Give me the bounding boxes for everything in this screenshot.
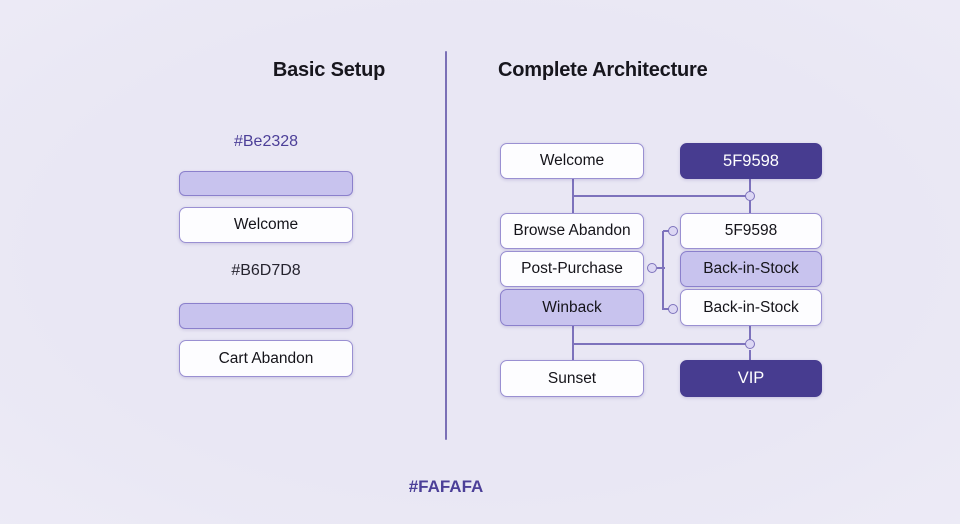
node-browse-abandon: Browse Abandon	[500, 213, 644, 249]
color-swatch-welcome	[179, 171, 353, 196]
junction-dot-back-in-stock	[668, 304, 678, 314]
node-mid-5f9598: 5F9598	[680, 213, 822, 249]
node-cart-abandon-basic: Cart Abandon	[179, 340, 353, 377]
connector-top-horizontal	[572, 195, 752, 197]
node-back-in-stock: Back-in-Stock	[680, 289, 822, 326]
node-entry-5f9598: 5F9598	[680, 143, 822, 179]
basic-setup-title: Basic Setup	[272, 59, 386, 81]
color-swatch-cart-abandon	[179, 303, 353, 329]
hex-label-b6d7d8: #B6D7D8	[231, 262, 301, 279]
connector-vip-in	[749, 350, 751, 361]
connector-branch-down	[663, 308, 670, 310]
node-post-purchase: Post-Purchase	[500, 251, 644, 287]
connector-back-in-stock-down	[749, 326, 751, 341]
complete-architecture-title: Complete Architecture	[498, 59, 708, 81]
node-welcome: Welcome	[500, 143, 644, 179]
panel-divider	[445, 51, 447, 440]
junction-dot-vip	[745, 339, 755, 349]
connector-branch-up	[663, 230, 670, 232]
node-vip: VIP	[680, 360, 822, 397]
connector-post-purchase-out	[657, 267, 665, 269]
hex-label-fafafa: #FAFAFA	[408, 477, 484, 496]
node-welcome-basic: Welcome	[179, 207, 353, 243]
junction-dot-top	[745, 191, 755, 201]
node-sunset: Sunset	[500, 360, 644, 397]
node-winback: Winback	[500, 289, 644, 326]
connector-bottom-horizontal	[572, 343, 752, 345]
junction-dot-post-purchase	[647, 263, 657, 273]
connector-branch-vertical	[662, 231, 664, 310]
junction-dot-5f9598	[668, 226, 678, 236]
node-back-in-stock-highlight: Back-in-Stock	[680, 251, 822, 287]
hex-label-be2328: #Be2328	[233, 133, 299, 150]
